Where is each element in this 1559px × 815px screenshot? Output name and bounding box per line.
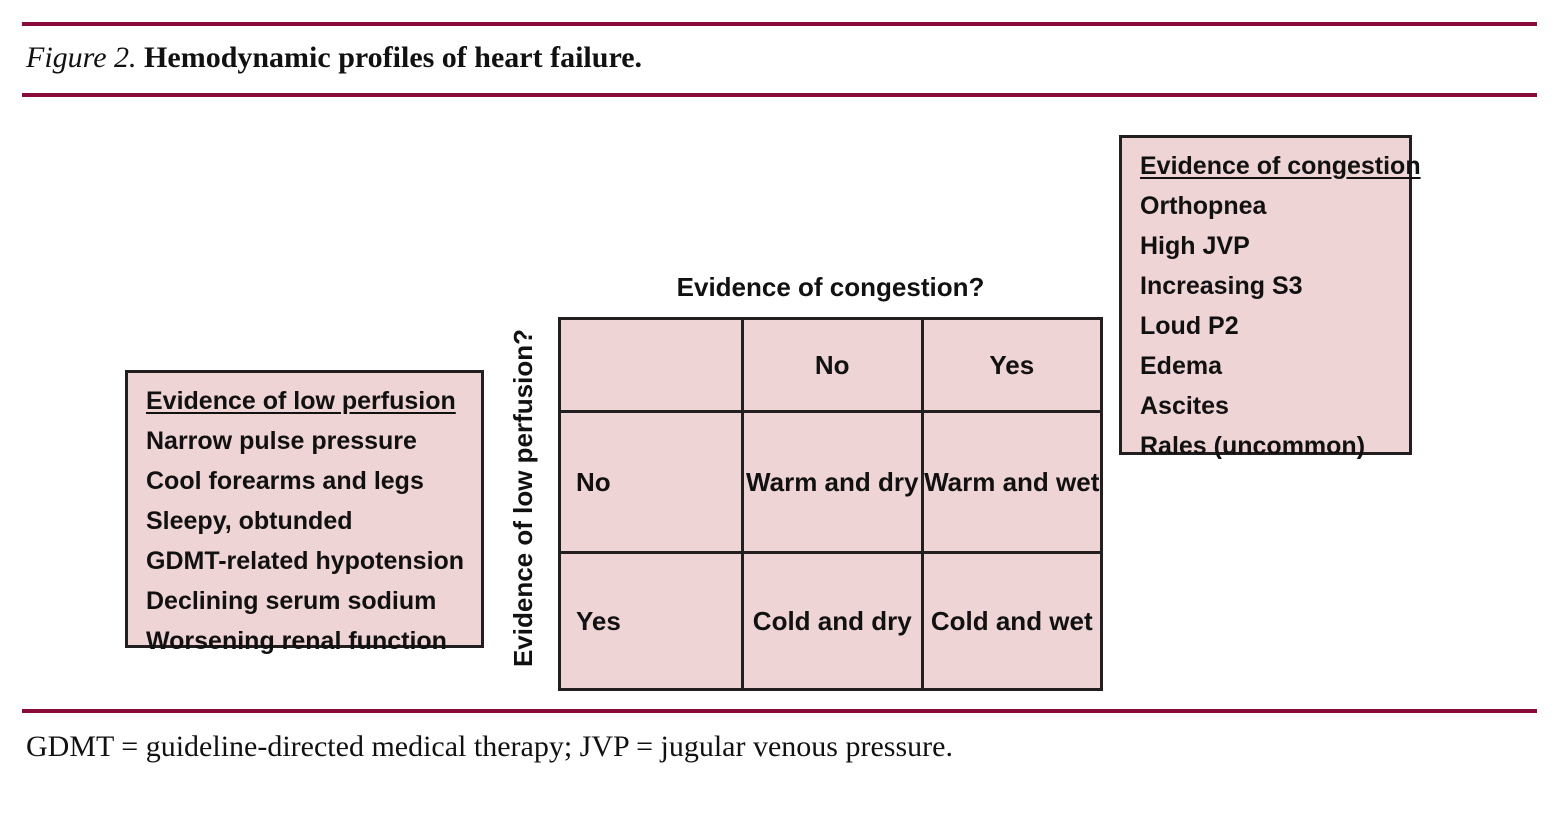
matrix-column-header-yes: Yes [920, 317, 1103, 413]
title-divider-rule [22, 93, 1537, 97]
matrix-cell-warm-and-dry: Warm and dry [741, 410, 924, 554]
congestion-item: High JVP [1140, 232, 1250, 260]
low-perfusion-item: Cool forearms and legs [146, 467, 424, 495]
matrix-row: No Warm and dry Warm and wet [558, 410, 1103, 554]
figure-number-label: Figure 2. [26, 41, 137, 74]
matrix-corner-cell [558, 317, 744, 413]
low-perfusion-item: Declining serum sodium [146, 587, 437, 615]
figure-footnote: GDMT = guideline-directed medical therap… [26, 730, 953, 763]
matrix-column-axis-label: Evidence of congestion? [676, 272, 985, 302]
matrix-row: Yes Cold and dry Cold and wet [558, 551, 1103, 691]
congestion-item: Increasing S3 [1140, 272, 1303, 300]
matrix-header-row: No Yes [558, 317, 1103, 413]
congestion-box-title: Evidence of congestion [1140, 152, 1421, 180]
congestion-item: Loud P2 [1140, 312, 1239, 340]
low-perfusion-item: Worsening renal function [146, 627, 447, 655]
top-divider-rule [22, 22, 1537, 26]
low-perfusion-item: GDMT-related hypotension [146, 547, 465, 575]
matrix-cell-cold-and-wet: Cold and wet [920, 551, 1103, 691]
congestion-item: Rales (uncommon) [1140, 432, 1366, 460]
congestion-item: Edema [1140, 352, 1222, 380]
congestion-item: Ascites [1140, 392, 1229, 420]
matrix-row-header-yes: Yes [558, 551, 744, 691]
matrix-cell-warm-and-wet: Warm and wet [920, 410, 1103, 554]
matrix-cell-cold-and-dry: Cold and dry [741, 551, 924, 691]
hemodynamic-profile-matrix: No Yes No Warm and dry Warm and wet Yes … [558, 317, 1103, 691]
matrix-row-axis-label: Evidence of low perfusion? [508, 328, 538, 668]
matrix-row-header-no: No [558, 410, 744, 554]
low-perfusion-item: Narrow pulse pressure [146, 427, 417, 455]
matrix-column-header-no: No [741, 317, 924, 413]
low-perfusion-callout-box: Evidence of low perfusion Narrow pulse p… [125, 370, 484, 655]
bottom-divider-rule [22, 709, 1537, 713]
figure-title: Figure 2. Hemodynamic profiles of heart … [26, 38, 642, 78]
figure-caption-text: Hemodynamic profiles of heart failure. [144, 41, 643, 74]
congestion-callout-box: Evidence of congestion Orthopnea High JV… [1119, 135, 1421, 460]
low-perfusion-item: Sleepy, obtunded [146, 507, 353, 535]
congestion-item: Orthopnea [1140, 192, 1267, 220]
low-perfusion-box-title: Evidence of low perfusion [146, 387, 456, 415]
